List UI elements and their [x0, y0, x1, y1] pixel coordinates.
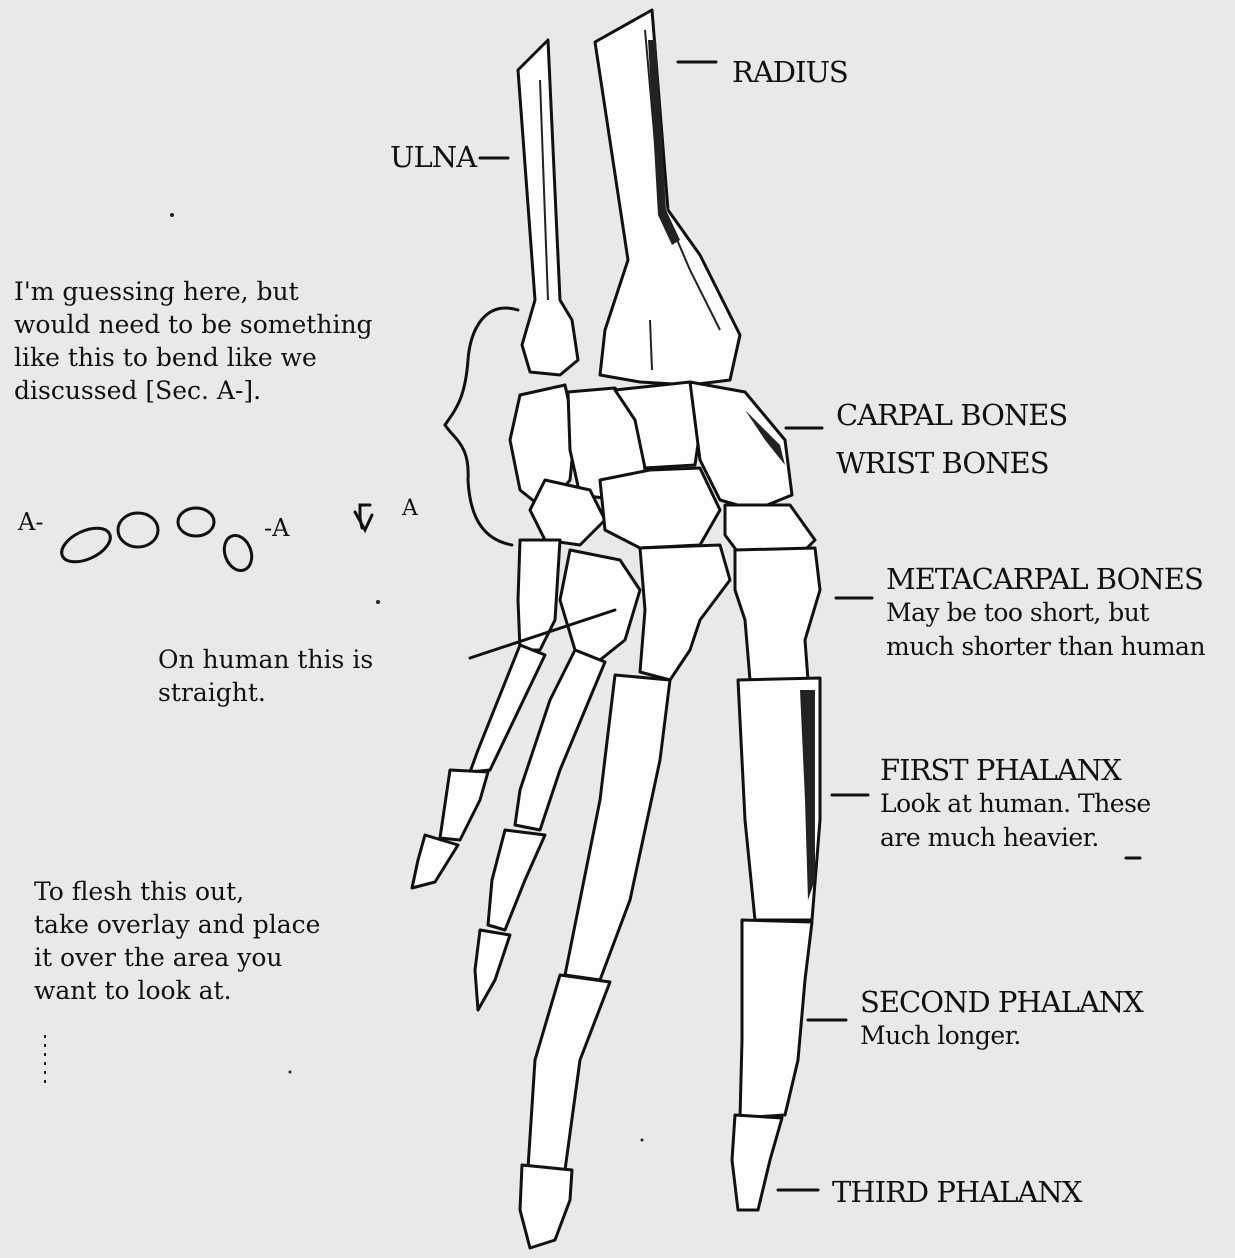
- flesh-out-note-line-1: To flesh this out,: [34, 875, 320, 908]
- first-phalanx-label-line-2: Look at human. These: [880, 787, 1151, 821]
- carpal-label-line-1: CARPAL BONES: [836, 398, 1067, 432]
- carpal-label-line-2: WRIST BONES: [836, 446, 1067, 480]
- curly-brace: [445, 308, 518, 545]
- metacarpal-label: METACARPAL BONES May be too short, but m…: [886, 562, 1205, 664]
- carpal-bones: [510, 382, 815, 555]
- first-phalanx-label-line-1: FIRST PHALANX: [880, 753, 1151, 787]
- metacarpal-label-line-2: May be too short, but: [886, 596, 1205, 630]
- guessing-note-line-2: would need to be something: [14, 308, 373, 341]
- second-phalanx-label-line-1: SECOND PHALANX: [860, 985, 1143, 1019]
- straight-note-line-2: straight.: [158, 676, 373, 709]
- radius-bone: [595, 10, 740, 385]
- first-phalanx-label-line-3: are much heavier.: [880, 821, 1151, 855]
- flesh-out-note-line-3: it over the area you: [34, 941, 320, 974]
- finger-four-bones: [732, 678, 820, 1210]
- carpal-label: CARPAL BONES WRIST BONES: [836, 398, 1067, 480]
- guessing-note-line-3: like this to bend like we: [14, 341, 373, 374]
- guessing-note: I'm guessing here, but would need to be …: [14, 275, 373, 407]
- radius-label: RADIUS: [732, 55, 848, 89]
- ulna-label: ULNA: [390, 140, 476, 174]
- flesh-out-note: To flesh this out, take overlay and plac…: [34, 875, 320, 1007]
- metacarpal-label-line-1: METACARPAL BONES: [886, 562, 1205, 596]
- flesh-out-note-line-4: want to look at.: [34, 974, 320, 1007]
- flesh-out-note-line-2: take overlay and place: [34, 908, 320, 941]
- third-phalanx-label: THIRD PHALANX: [832, 1175, 1081, 1209]
- metacarpal-bones: [518, 540, 820, 680]
- straight-note-line-1: On human this is: [158, 643, 373, 676]
- second-phalanx-label: SECOND PHALANX Much longer.: [860, 985, 1143, 1053]
- guessing-note-line-1: I'm guessing here, but: [14, 275, 373, 308]
- sketch-right-marker: -A: [264, 512, 289, 545]
- oval-hinge-sketch: [57, 505, 372, 574]
- guessing-note-line-4: discussed [Sec. A-].: [14, 374, 373, 407]
- sketch-arrow-marker: A: [402, 492, 418, 525]
- sketch-left-marker: A-: [18, 506, 43, 539]
- first-phalanx-label: FIRST PHALANX Look at human. These are m…: [880, 753, 1151, 855]
- straight-note: On human this is straight.: [158, 643, 373, 709]
- metacarpal-label-line-3: much shorter than human: [886, 630, 1205, 664]
- ulna-bone: [518, 40, 578, 375]
- second-phalanx-label-line-2: Much longer.: [860, 1019, 1143, 1053]
